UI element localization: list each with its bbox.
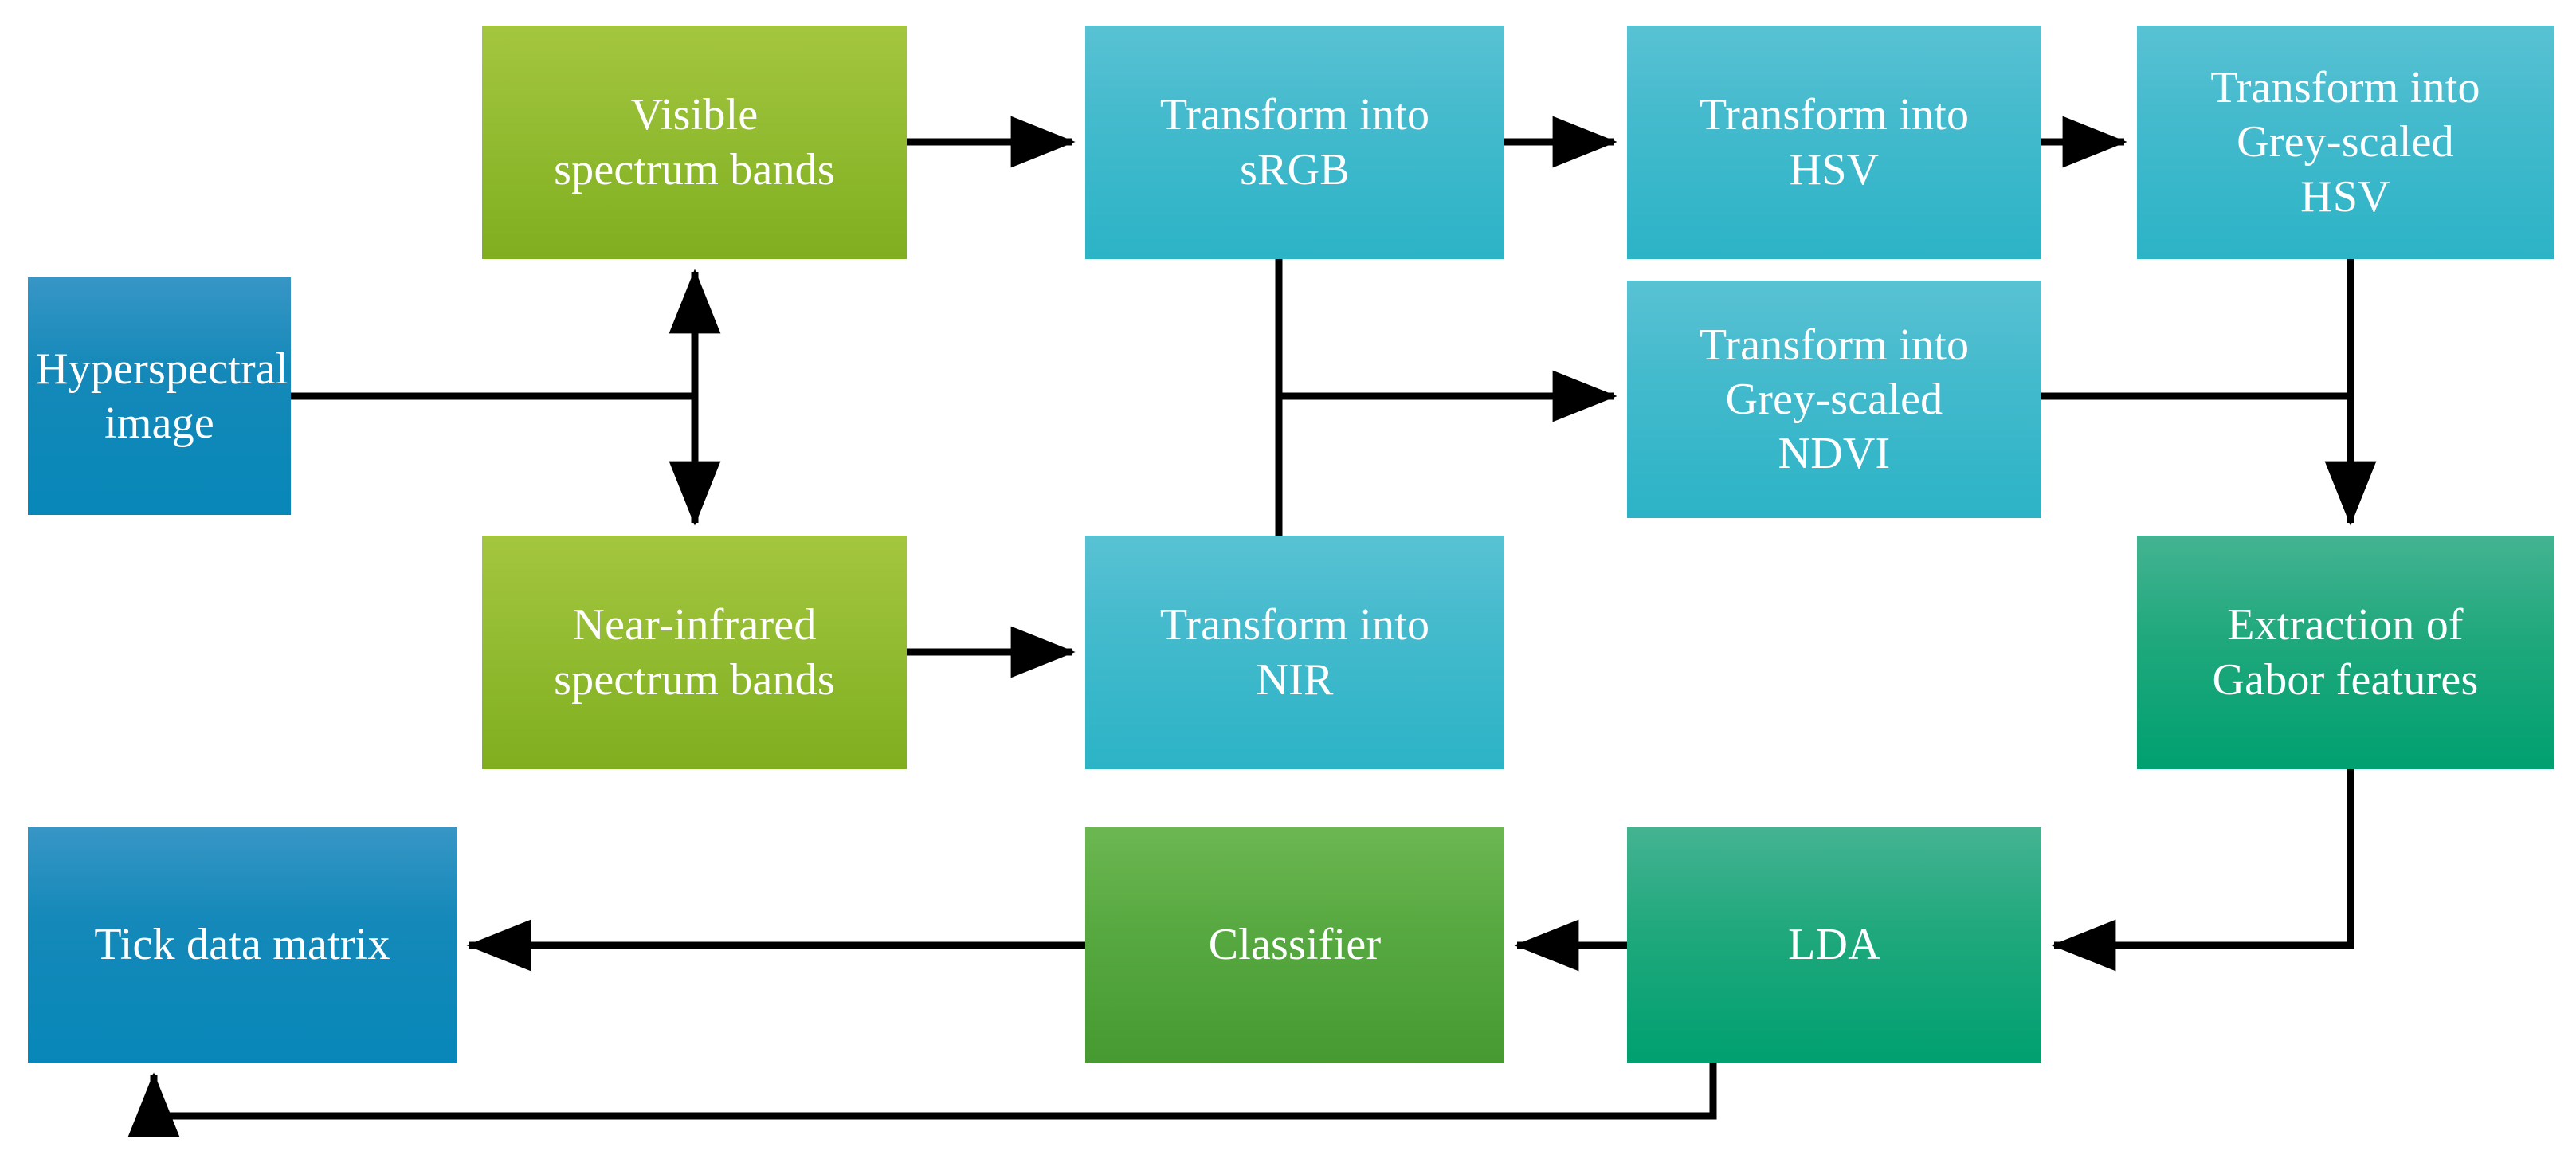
node-label-classifier: Classifier bbox=[1208, 920, 1382, 970]
node-label-lda: LDA bbox=[1788, 920, 1880, 970]
node-label-tick-data-matrix: Tick data matrix bbox=[94, 920, 390, 970]
edge-gabor-to-lda bbox=[2051, 769, 2354, 972]
node-lda[interactable]: LDA bbox=[1627, 827, 2041, 1063]
edge-lda-feedback-to-tick bbox=[127, 1063, 1717, 1137]
node-classifier[interactable]: Classifier bbox=[1085, 827, 1504, 1063]
node-tick-data-matrix[interactable]: Tick data matrix bbox=[28, 827, 457, 1063]
